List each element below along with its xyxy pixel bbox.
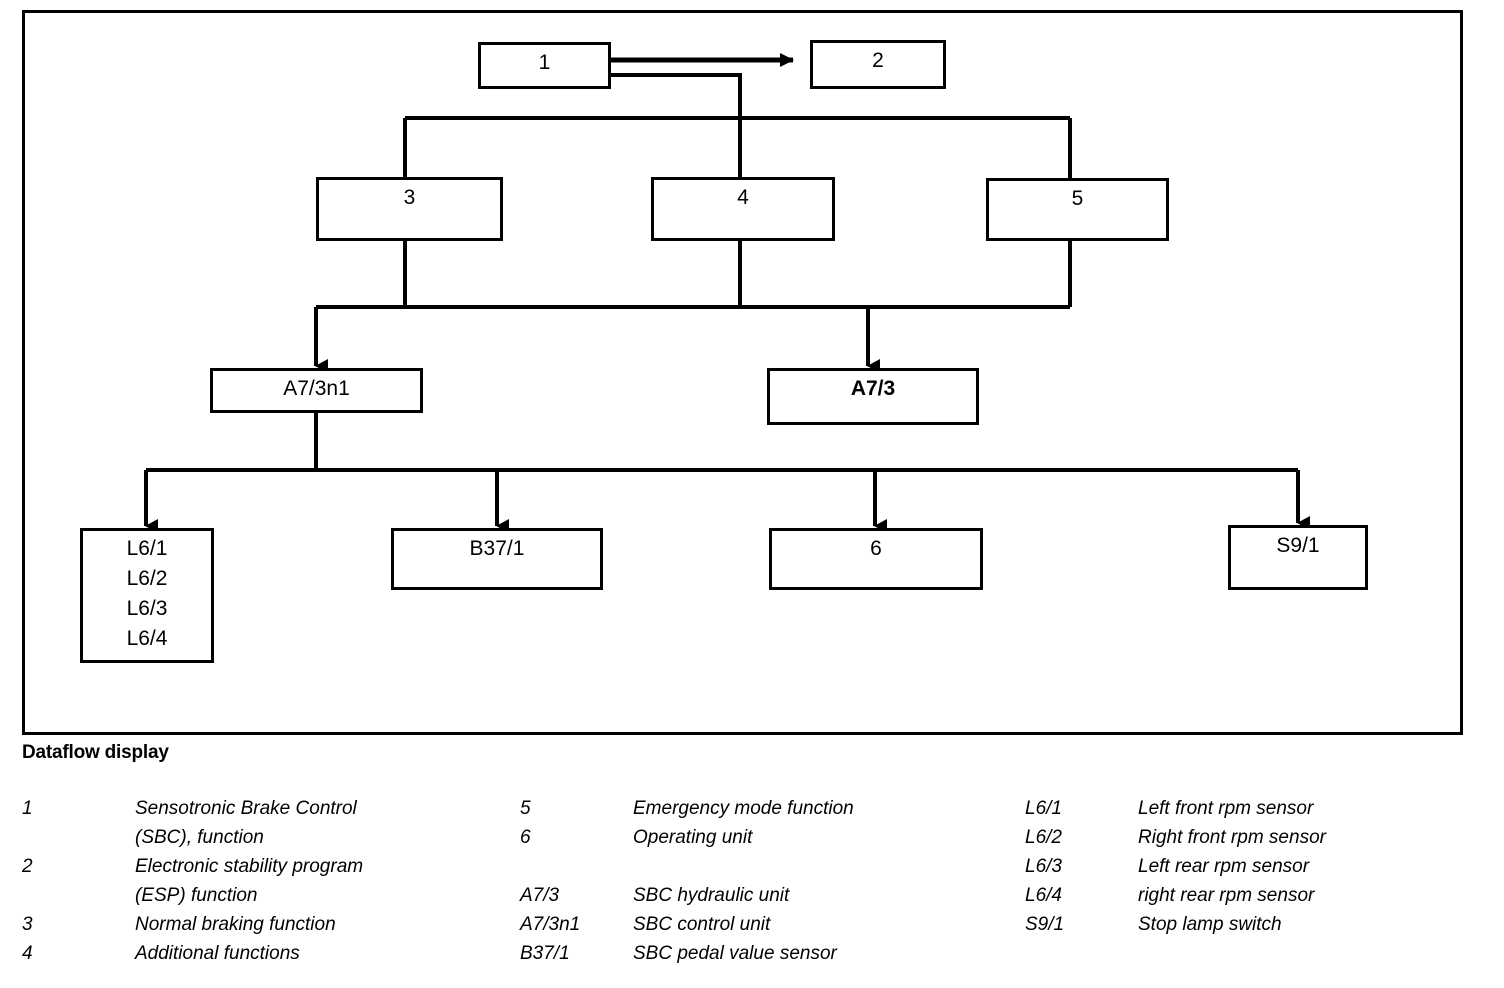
legend-key: 6 [520, 827, 531, 848]
legend-description: Right front rpm sensor [1138, 827, 1326, 848]
legend-description: Operating unit [633, 827, 753, 848]
legend-key: A7/3 [520, 885, 560, 906]
legend-description: right rear rpm sensor [1138, 885, 1315, 906]
legend-description: Electronic stability program [135, 856, 364, 877]
legend-row: 2 Electronic stability program [22, 856, 502, 885]
legend-row: L6/1 Left front rpm sensor [1025, 798, 1475, 827]
node-n3[interactable]: 3 [316, 177, 503, 241]
legend-description: (ESP) function [135, 885, 258, 906]
node-label: 6 [870, 537, 882, 560]
node-label: L6/3 [126, 597, 168, 620]
legend-description: Normal braking function [135, 914, 336, 935]
node-a73[interactable]: A7/3 [767, 368, 979, 425]
legend-key: 2 [22, 856, 33, 877]
legend-description: Sensotronic Brake Control [135, 798, 357, 819]
node-label: 5 [1071, 187, 1084, 210]
page-title: Dataflow display [22, 742, 169, 763]
legend-row: (ESP) function [22, 885, 502, 914]
legend-row [520, 856, 1020, 885]
node-label: 4 [737, 186, 749, 209]
legend-row: 6 Operating unit [520, 827, 1020, 856]
legend-description: Left rear rpm sensor [1138, 856, 1310, 877]
node-label: 3 [403, 186, 416, 209]
legend-description: SBC hydraulic unit [633, 885, 790, 906]
node-label: 1 [538, 51, 551, 74]
node-label: A7/3n1 [283, 377, 350, 400]
legend-key: 5 [520, 798, 531, 819]
legend-key: 3 [22, 914, 33, 935]
legend-description: Left front rpm sensor [1138, 798, 1314, 819]
node-label: A7/3 [850, 377, 896, 400]
legend-column-1: 1 Sensotronic Brake Control (SBC), functio… [22, 798, 502, 972]
node-n5[interactable]: 5 [986, 178, 1169, 241]
node-b371[interactable]: B37/1 [391, 528, 603, 590]
legend-key: L6/4 [1025, 885, 1062, 906]
legend-row: 4 Additional functions [22, 943, 502, 972]
legend-description: SBC control unit [633, 914, 771, 935]
legend-row: L6/2 Right front rpm sensor [1025, 827, 1475, 856]
legend-key: L6/2 [1025, 827, 1062, 848]
node-label: L6/2 [126, 567, 168, 590]
legend-key: A7/3n1 [520, 914, 581, 935]
legend-row: S9/1 Stop lamp switch [1025, 914, 1475, 943]
node-label: L6/4 [126, 627, 168, 650]
node-s91[interactable]: S9/1 [1228, 525, 1368, 590]
legend-description: Additional functions [135, 943, 300, 964]
legend-key: S9/1 [1025, 914, 1065, 935]
node-n2[interactable]: 2 [810, 40, 946, 89]
legend-key: 1 [22, 798, 33, 819]
node-label: L6/1 [126, 537, 168, 560]
legend-row: A7/3n1 SBC control unit [520, 914, 1020, 943]
legend-description: SBC pedal value sensor [633, 943, 837, 964]
legend-row: L6/3 Left rear rpm sensor [1025, 856, 1475, 885]
node-n4[interactable]: 4 [651, 177, 835, 241]
legend-row: A7/3 SBC hydraulic unit [520, 885, 1020, 914]
node-label: 2 [872, 49, 884, 72]
node-n6[interactable]: 6 [769, 528, 983, 590]
legend-row: (SBC), function [22, 827, 502, 856]
legend-description: Emergency mode function [633, 798, 854, 819]
node-label: S9/1 [1276, 534, 1320, 557]
legend-row: L6/4 right rear rpm sensor [1025, 885, 1475, 914]
node-a73n1[interactable]: A7/3n1 [210, 368, 423, 413]
legend-description: (SBC), function [135, 827, 264, 848]
legend-key: 4 [22, 943, 33, 964]
legend-row: 5 Emergency mode function [520, 798, 1020, 827]
legend-description: Stop lamp switch [1138, 914, 1282, 935]
legend-row: B37/1 SBC pedal value sensor [520, 943, 1020, 972]
legend-key: L6/1 [1025, 798, 1062, 819]
node-n1[interactable]: 1 [478, 42, 611, 89]
legend-key: B37/1 [520, 943, 570, 964]
legend-row: 3 Normal braking function [22, 914, 502, 943]
legend-key: L6/3 [1025, 856, 1062, 877]
node-label: B37/1 [469, 537, 525, 560]
legend-row: 1 Sensotronic Brake Control [22, 798, 502, 827]
